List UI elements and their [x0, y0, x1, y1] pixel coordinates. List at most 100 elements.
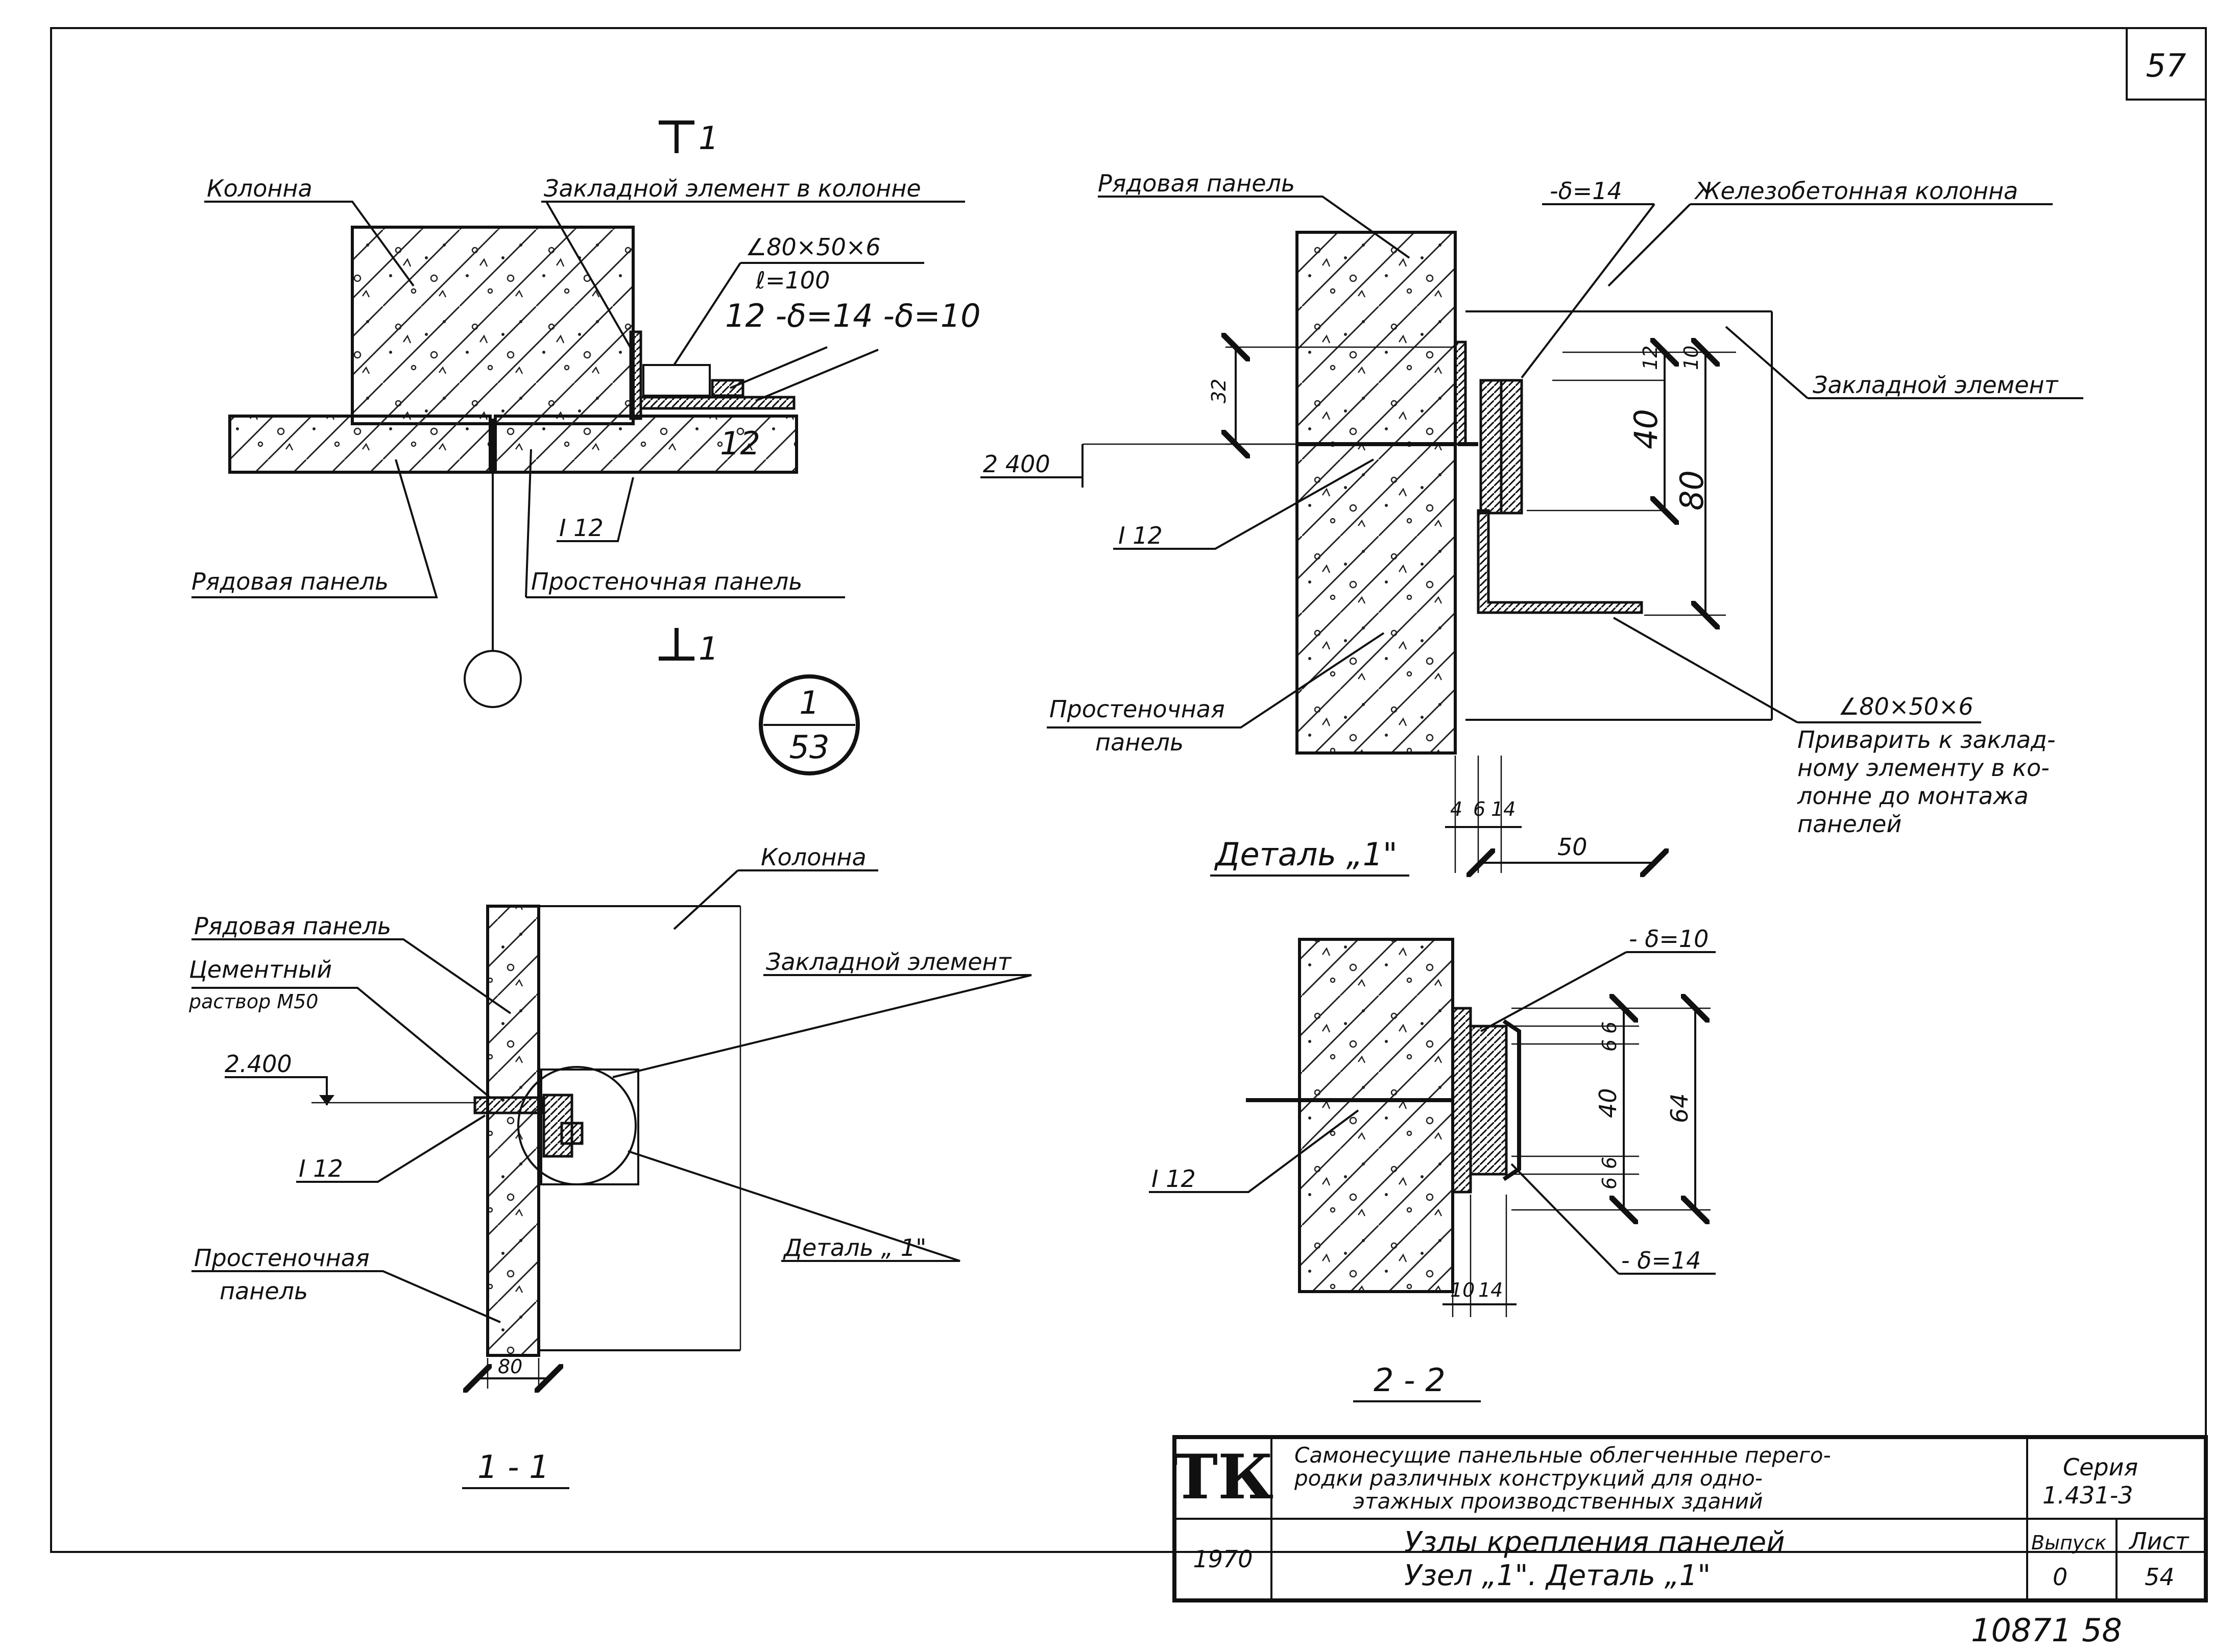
leader-s11-mortar [191, 987, 491, 1099]
dim-10-label: 10 [1680, 346, 1702, 370]
leader-row-panel [191, 459, 438, 598]
dim-40-label: 40 [1627, 409, 1665, 449]
s22-dim-10: 10 [1450, 1279, 1475, 1301]
tb-node-title-2: Узел „1". Деталь „1" [1404, 1559, 1711, 1592]
tb-issue-label: Выпуск [2031, 1532, 2106, 1554]
s11-mortar-1: Цементный [189, 956, 332, 983]
leader-s11-embedded [612, 974, 1032, 1078]
plan-angle [642, 364, 711, 397]
s22-dim-6b: 6 [1598, 1039, 1621, 1052]
plan-plate-10 [639, 396, 796, 410]
s11-i12-label: I 12 [299, 1155, 343, 1182]
dim-50-label: 50 [1557, 833, 1587, 861]
tb-sheet-value: 54 [2145, 1563, 2175, 1591]
tb-series-label: Серия [2063, 1453, 2138, 1481]
s22-dim-6c: 6 [1598, 1157, 1621, 1169]
s22-panel [1298, 938, 1454, 1293]
detail-1: 32 12 10 40 80 4 6 14 50 2 400 [980, 169, 2083, 876]
dim-14-label: 14 [1491, 798, 1516, 820]
leader-i12 [557, 477, 634, 542]
leader-pier-panel [525, 449, 532, 598]
dim-12-label: 12 [1639, 346, 1662, 370]
dim-4-label: 4 [1450, 798, 1462, 820]
d1-i12-label: I 12 [1118, 522, 1163, 549]
detail1-panel [1295, 231, 1457, 755]
section-mark-top-label: 1 [699, 119, 718, 157]
callout-circle [759, 674, 860, 775]
leader-angle [673, 262, 741, 366]
d1-embedded-label: Закладной элемент [1813, 371, 2059, 399]
section-1-1: 80 Колонна Рядовая панель Цементный раст… [188, 843, 1032, 1489]
s22-dim-6d: 6 [1598, 1177, 1621, 1189]
s11-level-arrow [319, 1095, 334, 1105]
leader-d1-angle [1613, 617, 1798, 723]
plan-pier-panel-label: Простеночная панель [531, 568, 802, 595]
leader-d1-pier-panel [1047, 632, 1385, 728]
d1-rc-column-label: Железобетонная колонна [1694, 177, 2018, 205]
leader-plate10 [755, 349, 879, 402]
axis-bubble [464, 650, 522, 708]
d1-plate-label: -δ=14 [1550, 177, 1622, 205]
plan-i12-right: 12 [720, 425, 760, 462]
dim-32-label: 32 [1208, 379, 1230, 403]
s11-pier-panel-2: панель [220, 1277, 308, 1305]
detail1-angle [1477, 509, 1643, 614]
leader-s11-column [673, 869, 739, 930]
s22-dim-6a: 6 [1598, 1022, 1621, 1034]
plan-view: 1 1 Колонна Закладной элемент в колонне … [191, 119, 981, 775]
section-mark-top [659, 120, 694, 153]
tb-line-3: этажных производственных зданий [1353, 1489, 1763, 1514]
leader-s11-pier-panel [191, 1270, 501, 1323]
dim-6-label: 6 [1473, 798, 1485, 820]
plan-row-panel [228, 415, 492, 474]
d1-note-3: лонне до монтажа [1797, 782, 2029, 810]
leader-s11-row-panel [191, 938, 512, 1014]
s22-dim-64-label: 64 [1666, 1093, 1693, 1123]
s11-detail-label: Деталь „ 1" [783, 1234, 926, 1261]
leader-s11-i12 [296, 1114, 486, 1183]
callout-top: 1 [799, 684, 819, 721]
s22-plate10-label: - δ=10 [1629, 925, 1709, 953]
leader-d1-row-panel [1098, 196, 1410, 259]
section-2-2: 6 6 40 64 6 6 10 14 - δ=10 I 12 - δ=14 2… [1149, 925, 1716, 1402]
s11-pier-panel-1: Простеночная [194, 1244, 370, 1272]
s11-title: 1 - 1 [477, 1448, 549, 1486]
d1-row-panel-label: Рядовая панель [1098, 169, 1295, 197]
tb-issue-value: 0 [2053, 1563, 2067, 1591]
s11-i12 [473, 1096, 543, 1114]
plan-angle-label: ∠80×50×6 [745, 233, 881, 261]
title-block: ТК Самонесущие панельные облегченные пер… [1172, 1435, 2208, 1602]
leader-column [204, 201, 415, 287]
tb-year: 1970 [1193, 1545, 1253, 1573]
d1-title: Деталь „1" [1214, 836, 1398, 873]
section-mark-bottom-label: 1 [699, 630, 718, 667]
s22-plate14-label: - δ=14 [1621, 1247, 1701, 1274]
s11-row-panel-label: Рядовая панель [194, 912, 391, 940]
detail1-i12-flange [1454, 341, 1467, 446]
s11-embedded-label: Закладной элемент [766, 948, 1012, 976]
d1-pier-panel-1: Простеночная [1049, 695, 1225, 723]
leader-d1-plate [1521, 203, 1655, 379]
plan-angle-length: ℓ=100 [755, 266, 830, 294]
d1-note-4: панелей [1797, 810, 1902, 838]
leader-d1-rc-column [1607, 203, 1691, 287]
s11-dim-80-label: 80 [498, 1355, 522, 1378]
s11-detail-circle [517, 1066, 637, 1185]
s11-bracket [542, 1094, 573, 1158]
leader-s22-plate10 [1480, 951, 1627, 1032]
leader-s22-plate14 [1510, 1163, 1620, 1275]
detail1-level: 2 400 [983, 450, 1050, 478]
s11-column-label: Колонна [761, 843, 867, 871]
s22-dim-40: 40 [1594, 1088, 1622, 1118]
tb-sheet-label: Лист [2128, 1527, 2190, 1555]
dim-80-label: 80 [1673, 470, 1711, 511]
d1-note-2: ному элементу в ко- [1797, 754, 2050, 782]
bottom-number: 10871 58 [1971, 1612, 2122, 1649]
s11-embedded-box [540, 1068, 639, 1185]
s11-angle [560, 1122, 584, 1145]
tb-node-title-1: Узлы крепления панелей [1404, 1526, 1785, 1559]
tb-line-2: родки различных конструкций для одно- [1294, 1466, 1763, 1491]
page-number: 57 [2146, 47, 2186, 84]
